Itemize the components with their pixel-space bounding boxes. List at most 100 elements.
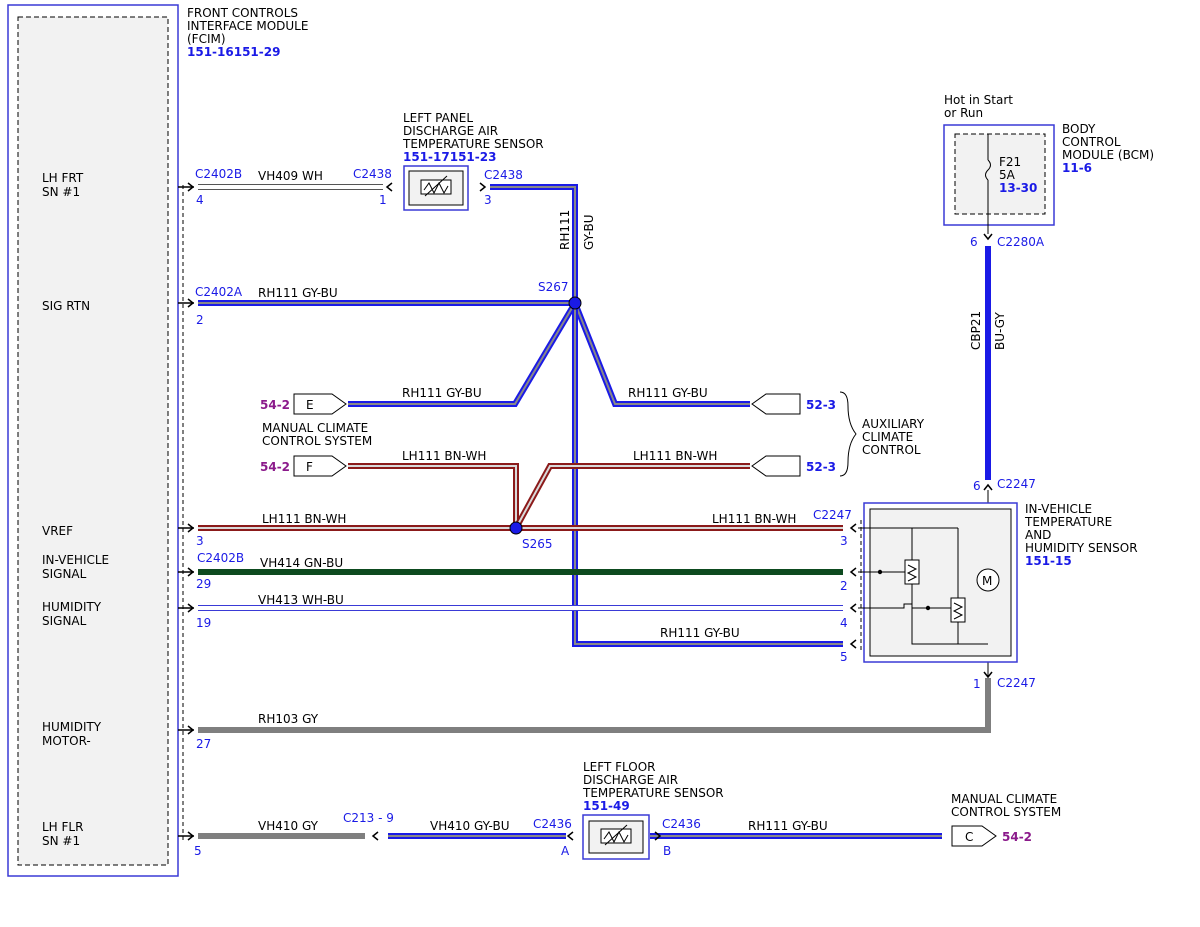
- jumper-aux-2-ref[interactable]: 52-3: [806, 460, 836, 474]
- jumper-f[interactable]: [293, 455, 347, 477]
- label-rh111-ivths: RH111 GY-BU: [660, 626, 740, 640]
- ivths-ref[interactable]: 151-15: [1025, 554, 1072, 568]
- label-rh111-vertical: RH111: [558, 210, 572, 250]
- label-vh410: VH410 GY: [258, 819, 319, 833]
- aux-brace: [839, 391, 857, 477]
- fcim-ref[interactable]: 151-16151-29: [187, 45, 280, 59]
- ivths-title-4: HUMIDITY SENSOR: [1025, 541, 1138, 555]
- pin-2-sigrtn: 2: [196, 313, 204, 327]
- pin-19: 19: [196, 616, 211, 630]
- pin-label-humidity-motor-2: MOTOR-: [42, 734, 91, 748]
- bcm-module[interactable]: [943, 124, 1055, 234]
- pin-29: 29: [196, 577, 211, 591]
- jumper-e[interactable]: [293, 393, 347, 415]
- jumper-aux-1-ref[interactable]: 52-3: [806, 398, 836, 412]
- pin-label-humidity-motor-1: HUMIDITY: [42, 720, 102, 734]
- fuse-amps: 5A: [999, 168, 1016, 182]
- wire-rh111-to-ivths[interactable]: [572, 303, 843, 647]
- conn-c2436-right: C2436: [662, 817, 701, 831]
- pin-label-lh-frt-2: SN #1: [42, 185, 80, 199]
- label-bugy: BU-GY: [993, 312, 1007, 350]
- lfs-title-2: DISCHARGE AIR: [583, 773, 678, 787]
- conn-c2438-right: C2438: [484, 168, 523, 182]
- splice-s267-label: S267: [538, 280, 569, 294]
- label-lh111-aux: LH111 BN-WH: [633, 449, 717, 463]
- pin-2-ivths: 2: [840, 579, 848, 593]
- conn-c2402b-top: C2402B: [195, 167, 242, 181]
- pin-label-sig-rtn: SIG RTN: [42, 299, 90, 313]
- splice-s265[interactable]: [509, 521, 523, 535]
- left-floor-sensor[interactable]: [582, 814, 650, 860]
- mcc-mid-title-2: CONTROL SYSTEM: [262, 434, 372, 448]
- label-rh111-e: RH111 GY-BU: [402, 386, 482, 400]
- motor-letter: M: [982, 574, 992, 588]
- ivths-title-2: TEMPERATURE: [1024, 515, 1112, 529]
- pin-5-ivths: 5: [840, 650, 848, 664]
- lps-title-1: LEFT PANEL: [403, 111, 473, 125]
- wire-rh103[interactable]: [198, 678, 991, 733]
- pin-6-bcm: 6: [970, 235, 978, 249]
- wire-lh111-to-aux[interactable]: [513, 463, 750, 530]
- lps-ref[interactable]: 151-17151-23: [403, 150, 496, 164]
- pin-label-vref: VREF: [42, 524, 73, 538]
- wire-rh111-to-aux[interactable]: [572, 301, 750, 407]
- left-panel-sensor[interactable]: [403, 165, 469, 211]
- bcm-ref[interactable]: 11-6: [1062, 161, 1092, 175]
- pin-3-sensor: 3: [484, 193, 492, 207]
- splice-s267[interactable]: [568, 296, 582, 310]
- jumper-e-ref[interactable]: 54-2: [260, 398, 290, 412]
- mcc-bottom-title-2: CONTROL SYSTEM: [951, 805, 1061, 819]
- connector-arrows: [178, 182, 993, 841]
- mcc-mid-title-1: MANUAL CLIMATE: [262, 421, 368, 435]
- ivths-module[interactable]: M: [858, 502, 1018, 663]
- fcim-title-3: (FCIM): [187, 32, 226, 46]
- pin-label-lh-frt-1: LH FRT: [42, 171, 84, 185]
- conn-c2280a: C2280A: [997, 235, 1045, 249]
- aux-title-3: CONTROL: [862, 443, 921, 457]
- label-lh111-vref-left: LH111 BN-WH: [262, 512, 346, 526]
- jumper-c-ref[interactable]: 54-2: [1002, 830, 1032, 844]
- wire-rh111-to-e[interactable]: [348, 301, 578, 407]
- pin-4-ivths: 4: [840, 616, 848, 630]
- jumper-aux-1[interactable]: [751, 393, 801, 415]
- label-lh111-f: LH111 BN-WH: [402, 449, 486, 463]
- jumper-aux-2[interactable]: [751, 455, 801, 477]
- conn-c213: C213 - 9: [343, 811, 394, 825]
- wire-rh111-sensor[interactable]: [490, 184, 578, 303]
- jumper-c-letter: C: [965, 830, 973, 844]
- ivths-title-1: IN-VEHICLE: [1025, 502, 1092, 516]
- pin-label-humidity-signal-2: SIGNAL: [42, 614, 87, 628]
- jumper-c[interactable]: [951, 825, 997, 847]
- pin-27: 27: [196, 737, 211, 751]
- label-vh410-gybu: VH410 GY-BU: [430, 819, 509, 833]
- pin-label-lh-flr-1: LH FLR: [42, 820, 83, 834]
- conn-c2247-left: C2247: [813, 508, 852, 522]
- label-rh111-sigrtn: RH111 GY-BU: [258, 286, 338, 300]
- wire-lh111-from-f[interactable]: [348, 463, 519, 528]
- lfs-title-3: TEMPERATURE SENSOR: [582, 786, 724, 800]
- pin-3-vref: 3: [196, 534, 204, 548]
- conn-c2402a: C2402A: [195, 285, 243, 299]
- pin-b: B: [663, 844, 671, 858]
- fcim-module[interactable]: [7, 4, 184, 877]
- mcc-bottom-title-1: MANUAL CLIMATE: [951, 792, 1057, 806]
- pin-3-ivths: 3: [840, 534, 848, 548]
- lps-title-3: TEMPERATURE SENSOR: [402, 137, 544, 151]
- conn-c2436-left: C2436: [533, 817, 572, 831]
- aux-title-1: AUXILIARY: [862, 417, 925, 431]
- label-vh413: VH413 WH-BU: [258, 593, 344, 607]
- bcm-hot-1: Hot in Start: [944, 93, 1013, 107]
- pin-6-ivths: 6: [973, 479, 981, 493]
- conn-c2402b-mid: C2402B: [197, 551, 244, 565]
- lfs-title-1: LEFT FLOOR: [583, 760, 656, 774]
- conn-c2247-bottom: C2247: [997, 676, 1036, 690]
- pin-label-in-vehicle-2: SIGNAL: [42, 567, 87, 581]
- fuse-ref[interactable]: 13-30: [999, 181, 1037, 195]
- lfs-ref[interactable]: 151-49: [583, 799, 630, 813]
- pin-1-left: 1: [379, 193, 387, 207]
- label-rh111-floor: RH111 GY-BU: [748, 819, 828, 833]
- pin-5-fcim: 5: [194, 844, 202, 858]
- jumper-f-ref[interactable]: 54-2: [260, 460, 290, 474]
- label-vh414: VH414 GN-BU: [260, 556, 343, 570]
- bcm-hot-2: or Run: [944, 106, 983, 120]
